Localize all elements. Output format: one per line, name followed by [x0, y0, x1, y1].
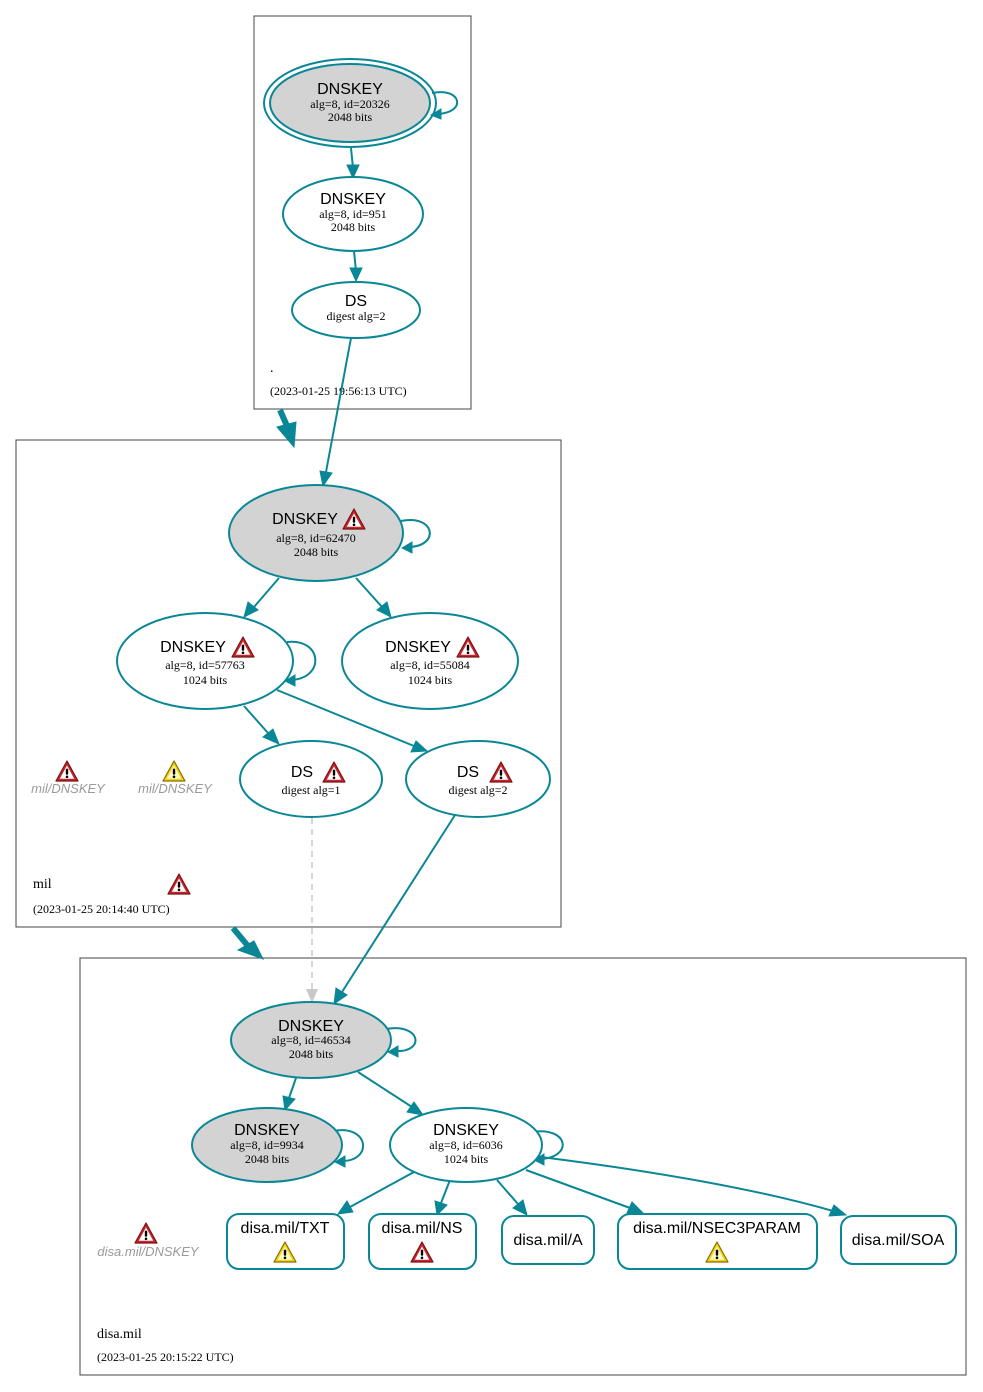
zone-root-name: . [270, 361, 274, 376]
edge-zsk-ns [440, 1179, 451, 1204]
node-digest-info: digest alg=2 [326, 309, 385, 323]
node-title: DNSKEY [317, 81, 383, 98]
delegation-mil-to-disa [230, 926, 265, 960]
node-mil-ds1[interactable]: DS digest alg=1 [239, 740, 383, 818]
zone-mil-timestamp: (2023-01-25 20:14:40 UTC) [33, 902, 170, 916]
error-icon [134, 1222, 158, 1244]
node-key-info: alg=8, id=951 [319, 207, 387, 221]
edge-zsk-txt [349, 1171, 415, 1208]
zone-disa-name: disa.mil [97, 1327, 142, 1342]
edge-mil-ds2-disa-ksk [341, 814, 456, 993]
edge-zsk-nsec3param [525, 1169, 631, 1209]
record-disa-ns[interactable]: disa.mil/NS [368, 1213, 477, 1270]
error-icon [55, 760, 79, 782]
node-key-info: alg=8, id=46534 [271, 1033, 351, 1047]
node-digest-info: digest alg=1 [281, 783, 340, 797]
node-disa-k2[interactable]: DNSKEY alg=8, id=9934 2048 bits [191, 1107, 343, 1183]
record-label: disa.mil/A [513, 1232, 583, 1249]
node-title: DS [457, 764, 479, 781]
node-key-size: 2048 bits [331, 220, 376, 234]
delegation-root-to-mil [276, 408, 297, 449]
edges [243, 91, 848, 1217]
node-key-size: 1024 bits [183, 673, 228, 687]
node-root-ksk[interactable]: DNSKEY alg=8, id=20326 2048 bits [263, 58, 437, 148]
record-label: disa.mil/SOA [852, 1232, 945, 1249]
node-mil-zsk1[interactable]: DNSKEY alg=8, id=57763 1024 bits [116, 612, 294, 710]
node-title: DNSKEY [272, 511, 338, 528]
ghost-node-disa-dnskey-error[interactable]: disa.mil/DNSKEY [97, 1222, 200, 1259]
node-title: DS [291, 764, 313, 781]
node-key-info: alg=8, id=9934 [230, 1138, 304, 1152]
ghost-label: mil/DNSKEY [138, 781, 213, 796]
node-mil-zsk2[interactable]: DNSKEY alg=8, id=55084 1024 bits [341, 612, 519, 710]
node-title: DNSKEY [160, 639, 226, 656]
edge-mil-ksk-self [400, 519, 431, 548]
record-disa-nsec3param[interactable]: disa.mil/NSEC3PARAM [617, 1213, 818, 1270]
edge-zsk-soa [540, 1156, 834, 1212]
node-key-info: alg=8, id=57763 [165, 658, 245, 672]
zone-mil-error-icon [167, 873, 191, 895]
node-title: DNSKEY [385, 639, 451, 656]
record-disa-a[interactable]: disa.mil/A [501, 1215, 595, 1265]
edge-mil-ksk-zsk2 [355, 577, 383, 608]
ghost-label: mil/DNSKEY [31, 781, 106, 796]
node-disa-ksk[interactable]: DNSKEY alg=8, id=46534 2048 bits [230, 1001, 392, 1079]
edge-disa-ksk-self [385, 1027, 417, 1053]
edge-zsk-a [496, 1179, 519, 1205]
record-disa-soa[interactable]: disa.mil/SOA [840, 1215, 957, 1265]
edge-disa-ksk-zsk [357, 1071, 413, 1108]
node-key-info: alg=8, id=55084 [390, 658, 470, 672]
node-key-size: 2048 bits [328, 110, 373, 124]
node-key-size: 2048 bits [294, 545, 339, 559]
edge-mil-ksk-zsk1 [253, 577, 280, 608]
node-key-info: alg=8, id=62470 [276, 531, 356, 545]
node-title: DNSKEY [433, 1122, 499, 1139]
record-label: disa.mil/NSEC3PARAM [633, 1220, 801, 1237]
record-label: disa.mil/TXT [241, 1220, 330, 1237]
node-key-size: 2048 bits [245, 1152, 290, 1166]
zone-disa-timestamp: (2023-01-25 20:15:22 UTC) [97, 1350, 234, 1364]
ghost-node-mil-dnskey-error[interactable]: mil/DNSKEY [31, 760, 106, 796]
node-title: DNSKEY [234, 1122, 300, 1139]
zone-root-cluster: . (2023-01-25 19:56:13 UTC) [253, 15, 472, 410]
node-root-ds[interactable]: DS digest alg=2 [291, 281, 421, 339]
zone-root-timestamp: (2023-01-25 19:56:13 UTC) [270, 384, 407, 398]
zone-disa-cluster: disa.mil (2023-01-25 20:15:22 UTC) [79, 957, 967, 1376]
zone-mil-name: mil [33, 877, 52, 892]
node-mil-ds2[interactable]: DS digest alg=2 [405, 740, 551, 818]
edge-disa-ksk-k2 [288, 1077, 297, 1099]
warning-icon [162, 760, 186, 782]
edge-mil-zsk1-ds1 [243, 705, 269, 734]
edge-mil-zsk1-ds2 [276, 689, 415, 747]
ghost-label: disa.mil/DNSKEY [97, 1244, 199, 1259]
node-title: DS [345, 293, 367, 310]
node-key-info: alg=8, id=20326 [310, 97, 390, 111]
node-key-info: alg=8, id=6036 [429, 1138, 503, 1152]
edge-disa-k2-self [332, 1129, 365, 1163]
node-title: DNSKEY [320, 191, 386, 208]
ghost-node-mil-dnskey-warning[interactable]: mil/DNSKEY [138, 760, 213, 796]
edge-root-ksk-self [431, 91, 458, 115]
edge-root-ds-mil-ksk [325, 337, 352, 473]
record-label: disa.mil/NS [382, 1220, 463, 1237]
node-mil-ksk[interactable]: DNSKEY alg=8, id=62470 2048 bits [228, 484, 404, 582]
node-key-size: 1024 bits [444, 1152, 489, 1166]
record-disa-txt[interactable]: disa.mil/TXT [226, 1213, 345, 1270]
edge-mil-zsk1-self [286, 640, 317, 681]
node-title: DNSKEY [278, 1018, 344, 1035]
node-disa-zsk[interactable]: DNSKEY alg=8, id=6036 1024 bits [389, 1107, 543, 1183]
node-root-zsk[interactable]: DNSKEY alg=8, id=951 2048 bits [282, 176, 424, 252]
node-key-size: 2048 bits [289, 1047, 334, 1061]
node-key-size: 1024 bits [408, 673, 453, 687]
node-digest-info: digest alg=2 [448, 783, 507, 797]
